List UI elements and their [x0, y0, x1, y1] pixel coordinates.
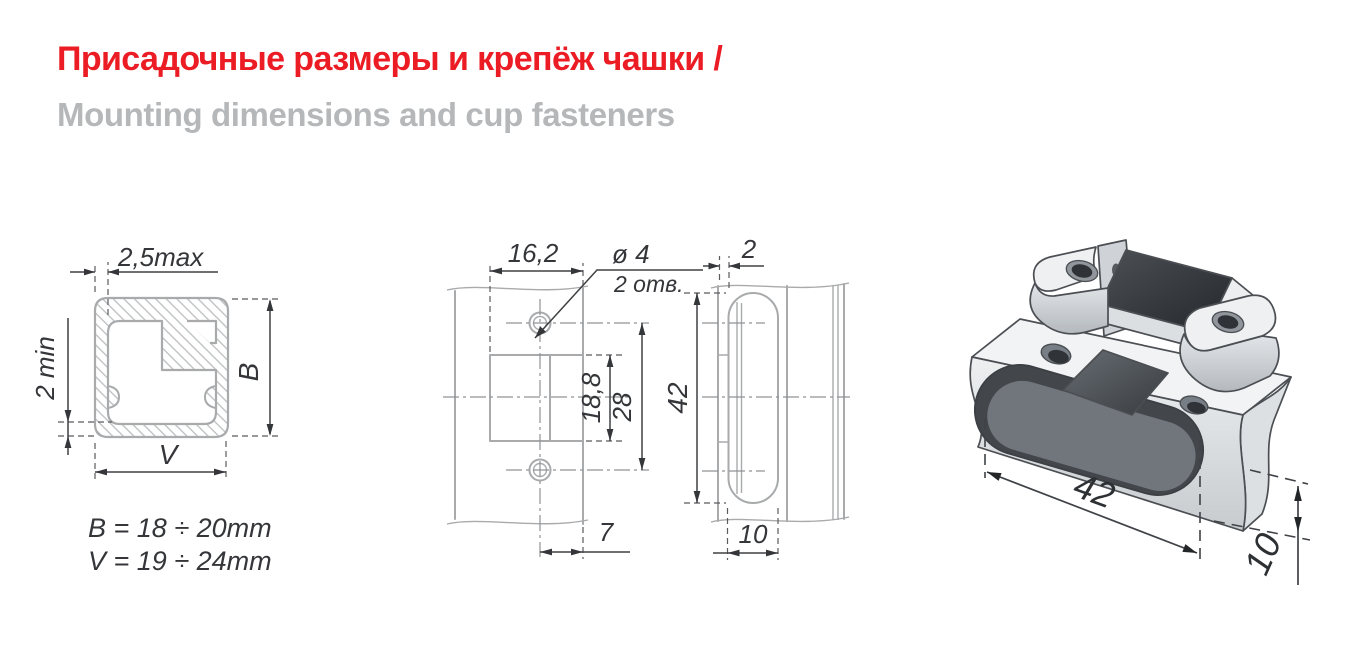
dim-hole-spacing: 28 — [607, 323, 646, 470]
dim-label-16-2: 16,2 — [508, 238, 559, 268]
dim-label-V: V — [159, 439, 180, 470]
dim-slot-height: 42 — [662, 292, 726, 504]
formula-b: B = 18 ÷ 20mm — [88, 513, 272, 543]
iso-3d-drawing: 42 10 — [969, 239, 1311, 585]
dim-cup-offset-width: 16,2 — [489, 238, 584, 352]
screw-hole-left — [1040, 343, 1072, 365]
dim-hole-callout: ø 4 2 отв. — [534, 239, 703, 339]
dim-label-10-side: 10 — [739, 519, 768, 549]
dim-cutout-height: 18,8 — [576, 354, 622, 442]
dim-wall-thickness-bottom: 2 min — [30, 318, 112, 455]
cup-lug-left — [1029, 246, 1109, 335]
dim-label-18-8: 18,8 — [576, 372, 606, 423]
dim-edge-offset: 7 — [540, 517, 630, 559]
dim-label-28: 28 — [607, 392, 637, 422]
dim-label-hole-dia: ø 4 — [612, 239, 650, 269]
dim-slot-width: 10 — [713, 508, 779, 560]
screw-hole-right — [1179, 395, 1209, 415]
dim-profile-height-B: B — [232, 298, 279, 437]
profile-cross-section-drawing: 2,5max B 2 min V — [30, 242, 279, 480]
dim-label-B: B — [233, 363, 264, 382]
front-view — [443, 285, 649, 557]
dim-label-2-5max: 2,5max — [117, 242, 204, 272]
dim-wall-thickness-top: 2,5max — [70, 242, 218, 315]
dim-front-wall: 2 — [703, 234, 764, 288]
dim-label-42-side: 42 — [662, 382, 693, 414]
side-view — [702, 282, 850, 523]
dim-label-10-iso: 10 — [1236, 527, 1290, 580]
page-subtitle: Mounting dimensions and cup fasteners — [57, 96, 675, 133]
page-title: Присадочные размеры и крепёж чашки / — [57, 40, 723, 78]
profile-body — [93, 296, 230, 439]
dim-label-2min: 2 min — [30, 336, 60, 401]
dim-label-2: 2 — [741, 234, 757, 264]
profile-formulas: B = 18 ÷ 20mm V = 19 ÷ 24mm — [88, 512, 272, 578]
dim-label-hole-count: 2 отв. — [613, 271, 684, 297]
cup-lug-right — [1179, 294, 1280, 393]
cup-fastener-3d — [969, 239, 1292, 532]
profile-inner-notches — [107, 384, 217, 410]
front-and-side-view-drawing: 16,2 ø 4 2 отв. 18,8 28 7 — [443, 234, 850, 560]
formula-v: V = 19 ÷ 24mm — [88, 546, 272, 576]
dim-profile-width-V: V — [94, 439, 227, 480]
dim-label-7: 7 — [599, 517, 615, 547]
